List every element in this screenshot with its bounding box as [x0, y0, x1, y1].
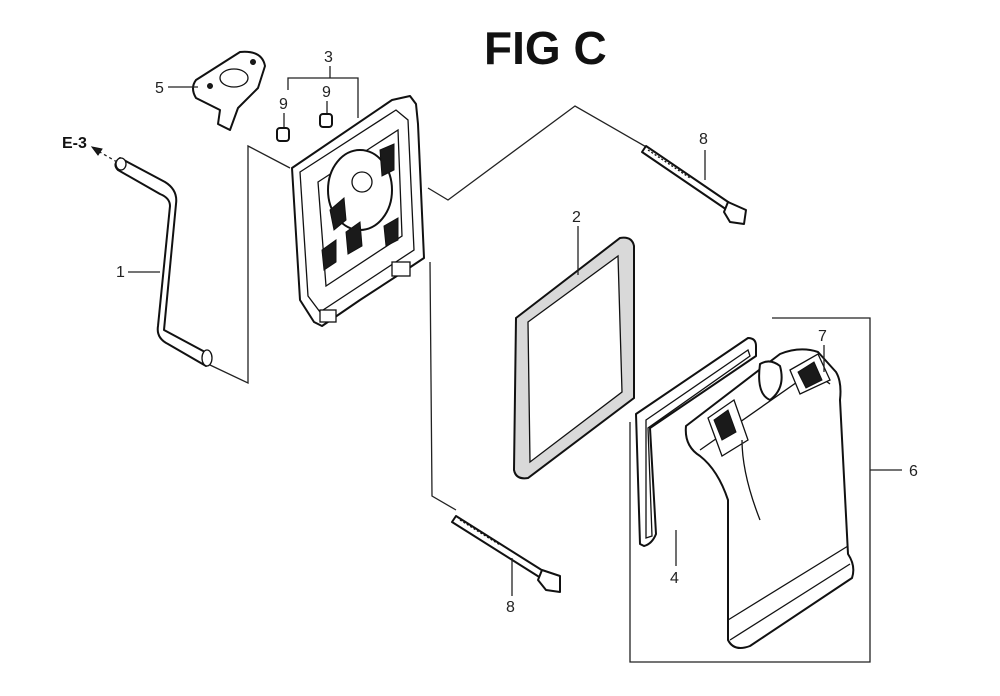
air-cleaner-cover-part [684, 348, 855, 649]
reference-label: E-3 [62, 135, 87, 152]
leader-line [427, 105, 649, 201]
gasket-part [192, 50, 266, 131]
callout-6: 6 [909, 463, 918, 480]
callout-9b: 9 [322, 84, 331, 101]
callout-4: 4 [670, 570, 679, 587]
filter-element-part [512, 236, 635, 480]
leader-line [287, 77, 359, 118]
leader-line [429, 261, 457, 511]
grommet-part [276, 113, 333, 142]
bolt-part [451, 515, 561, 593]
callout-9a: 9 [279, 96, 288, 113]
leader-line [209, 144, 291, 385]
callout-8a: 8 [699, 131, 708, 148]
callout-7: 7 [818, 328, 827, 345]
air-cleaner-base-part [291, 95, 425, 327]
breather-tube-part [114, 157, 213, 367]
callout-1: 1 [116, 264, 125, 281]
callout-2: 2 [572, 209, 581, 226]
cover-bracket [629, 317, 871, 663]
callout-5: 5 [155, 80, 164, 97]
reference-arrow [90, 146, 118, 163]
cover-seal-part [635, 337, 757, 547]
figure-title: FIG C [484, 22, 607, 74]
bolt-part [641, 145, 747, 225]
callout-8b: 8 [506, 599, 515, 616]
callout-3: 3 [324, 49, 333, 66]
